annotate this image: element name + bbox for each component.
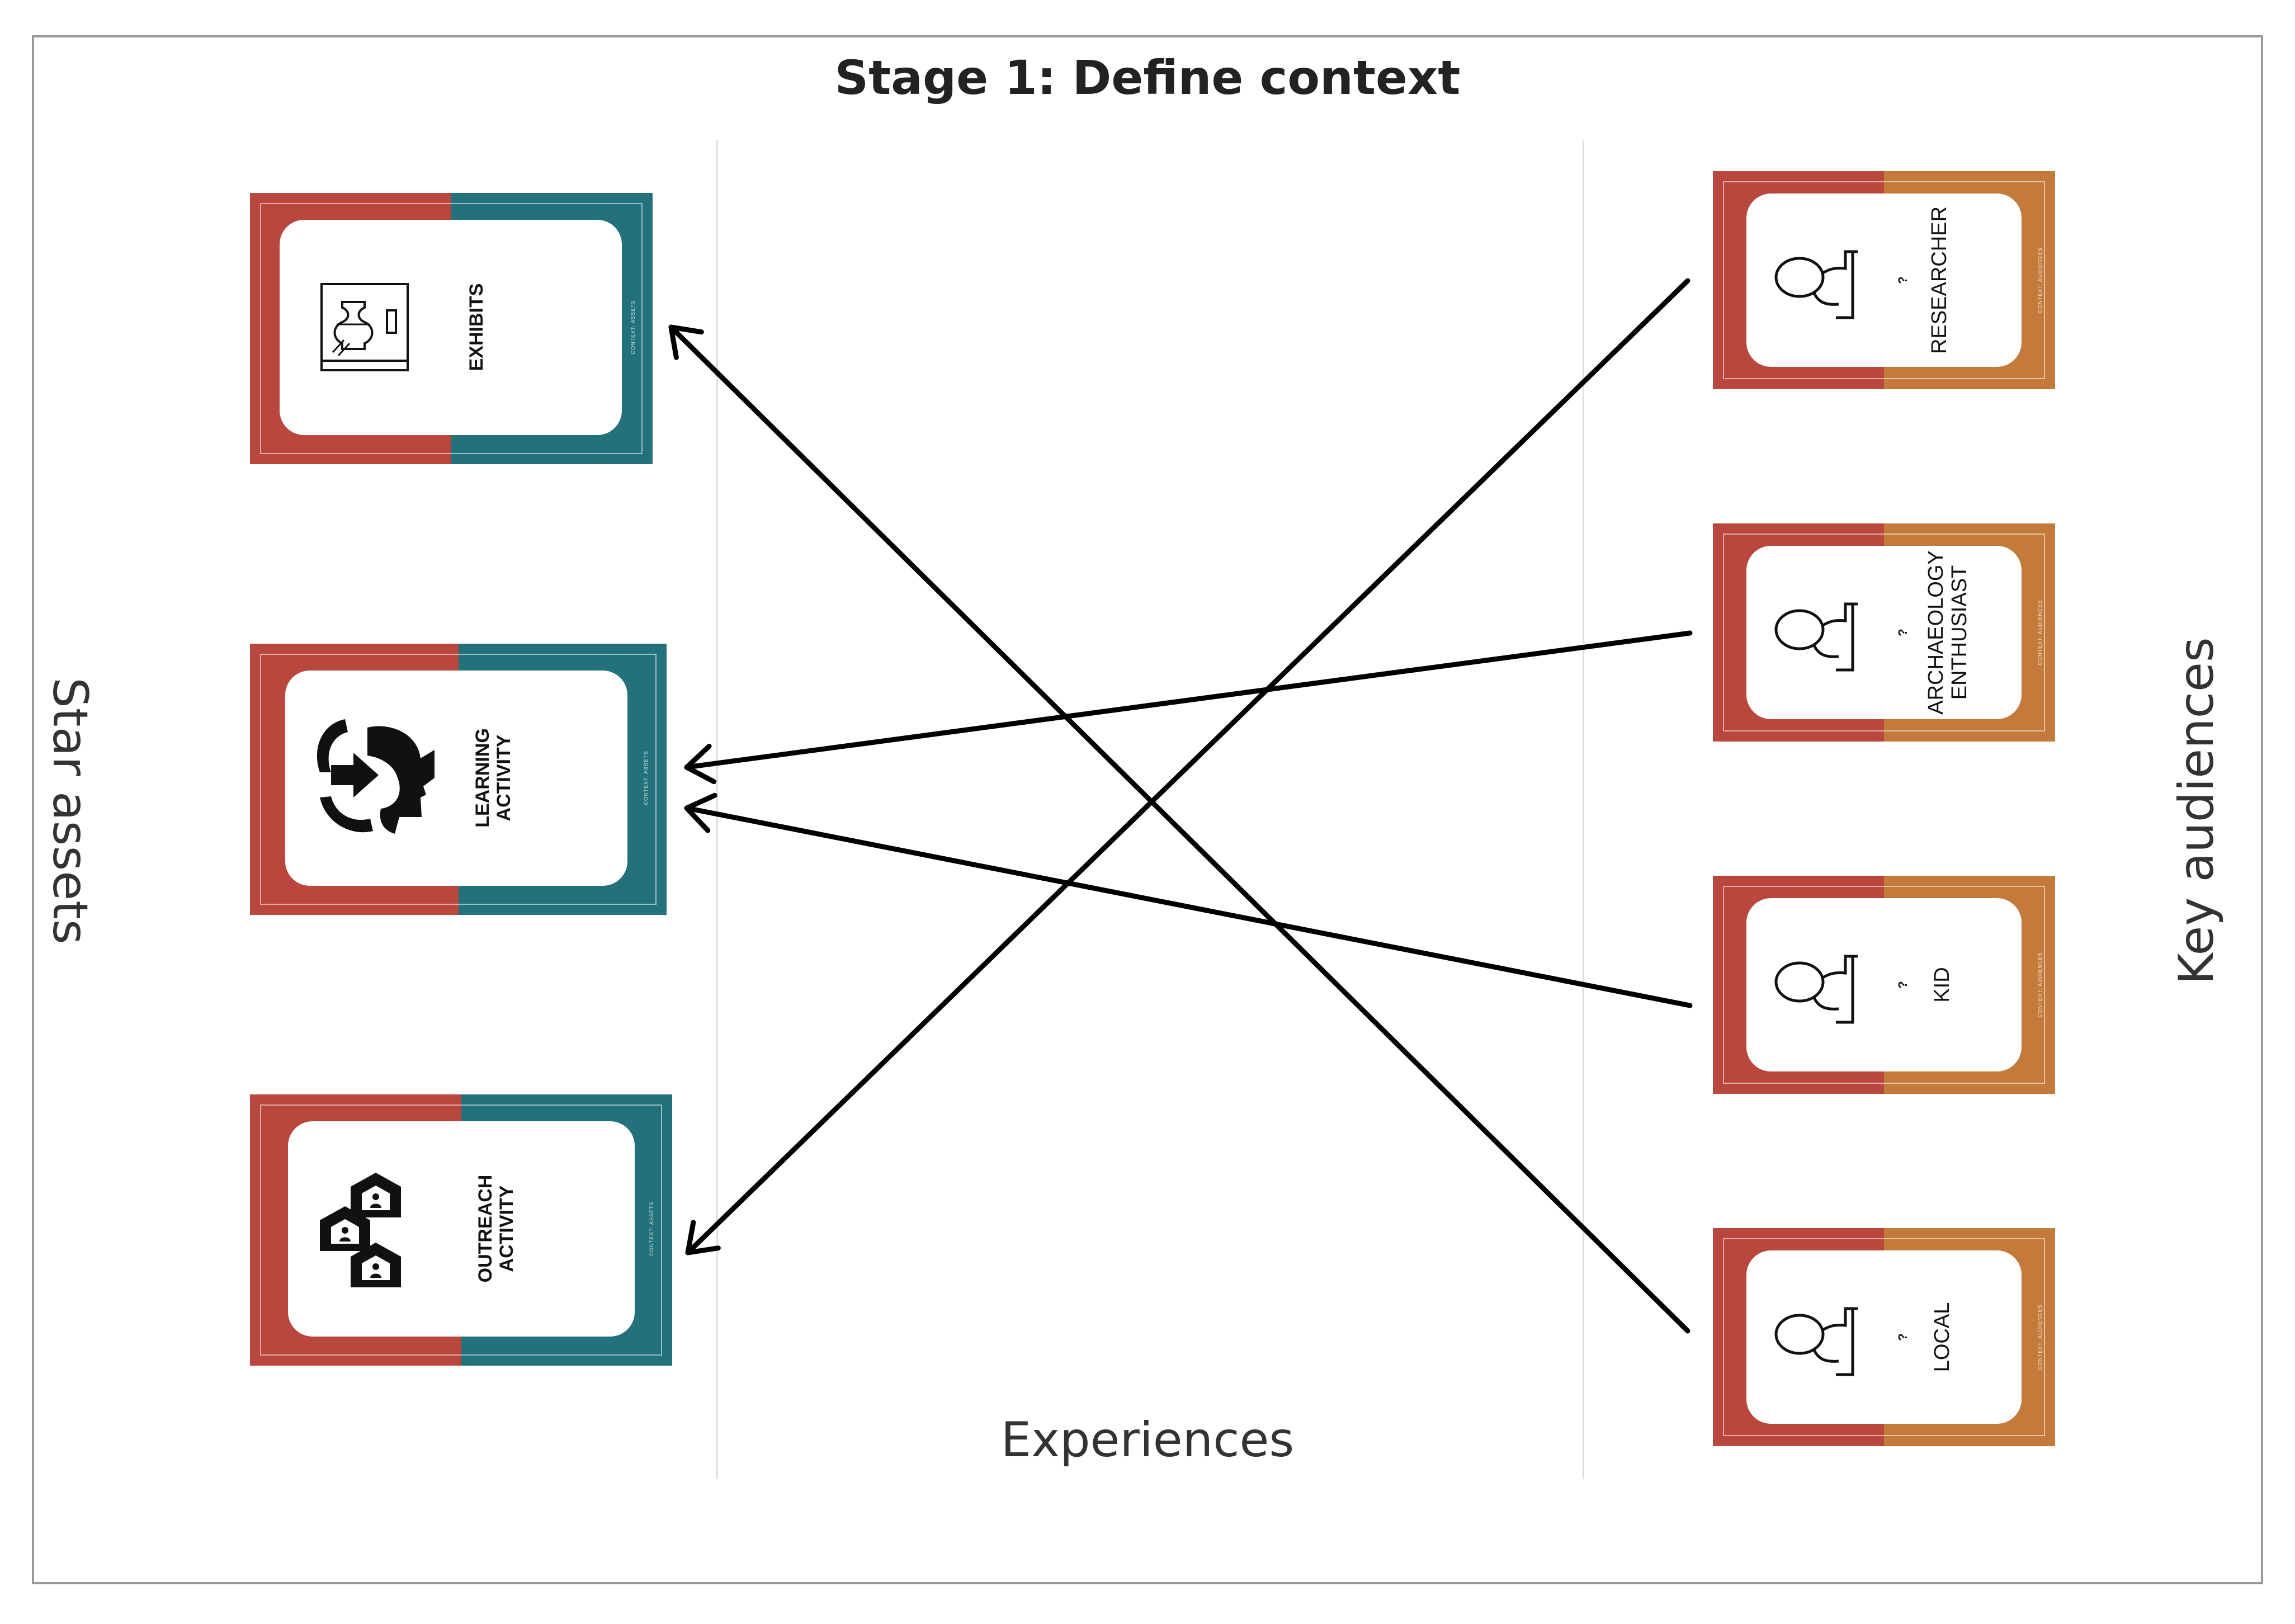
arrow-kid-to-learning (684, 792, 1693, 1008)
learning-head-icon (317, 719, 435, 834)
person-bust-icon (1774, 602, 1858, 672)
person-bust-icon (1774, 955, 1858, 1024)
person-bust-icon (1774, 250, 1858, 319)
divider-left (716, 140, 718, 1479)
arrowhead (668, 324, 704, 360)
outreach-houses-icon (320, 1173, 401, 1287)
arrowhead (684, 743, 717, 785)
arrow-archaeology-to-learning (684, 630, 1693, 785)
person-bust-icon (1774, 1307, 1858, 1376)
arrow-researcher-to-outreach (685, 278, 1690, 1255)
board-frame (32, 35, 2263, 1584)
exhibit-vase-icon (320, 283, 409, 371)
audience-card-kid[interactable]: ? KID CONTEXT: AUDIENCES (1713, 876, 2055, 1094)
audience-card-researcher[interactable]: ? RESEARCHER CONTEXT: AUDIENCES (1713, 171, 2055, 389)
audience-card-local[interactable]: ? LOCAL CONTEXT: AUDIENCES (1713, 1228, 2055, 1446)
divider-right (1583, 140, 1584, 1479)
asset-card-exhibits[interactable]: EXHIBITS CONTEXT: ASSETS (250, 193, 653, 464)
arrowhead (684, 792, 717, 833)
experiences-label: Experiences (1000, 1412, 1295, 1468)
arrow-local-to-exhibits (668, 324, 1690, 1334)
arrowhead (685, 1220, 721, 1255)
stage-title: Stage 1: Define context (834, 50, 1461, 105)
